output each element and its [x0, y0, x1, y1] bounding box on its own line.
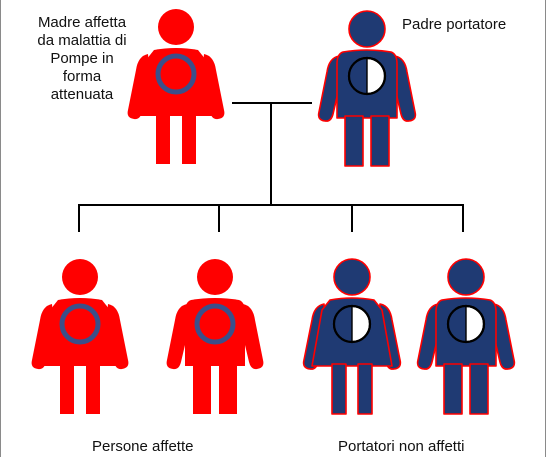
- right-leg-icon: [182, 114, 196, 164]
- child-3-figure: [302, 258, 402, 415]
- carrier-half-circle-icon: [332, 304, 372, 344]
- female-figure-icon: [40, 298, 120, 366]
- affected-ring-icon: [155, 53, 197, 95]
- head-icon: [447, 258, 485, 296]
- left-arm-icon: [317, 55, 342, 122]
- child-4-figure: [416, 258, 516, 415]
- figures-layer: [31, 9, 516, 415]
- mother-figure: [127, 9, 225, 164]
- right-leg-icon: [370, 115, 390, 167]
- head-icon: [348, 10, 386, 48]
- left-leg-icon: [156, 114, 170, 164]
- affected-ring-icon: [194, 303, 236, 345]
- left-arm-icon: [416, 303, 441, 370]
- head-icon: [333, 258, 371, 296]
- left-leg-icon: [443, 363, 463, 415]
- child-2-figure: [166, 259, 264, 414]
- right-arm-icon: [241, 304, 264, 370]
- affected-children-label: Persone affette: [92, 438, 194, 455]
- right-arm-icon: [491, 303, 516, 370]
- left-leg-icon: [331, 363, 347, 415]
- carrier-half-circle-icon: [347, 56, 387, 96]
- right-leg-icon: [86, 364, 100, 414]
- carrier-circle-outline-icon: [332, 304, 372, 344]
- carrier-circle-outline-icon: [347, 56, 387, 96]
- right-leg-icon: [469, 363, 489, 415]
- right-leg-icon: [357, 363, 373, 415]
- mother-label-line: attenuata: [50, 86, 114, 103]
- left-leg-icon: [344, 115, 364, 167]
- left-arm-icon: [166, 304, 189, 370]
- mother-label-line: Pompe in: [50, 50, 114, 67]
- head-icon: [197, 259, 233, 295]
- child-1-figure: [31, 259, 129, 414]
- carrier-half-circle-icon: [446, 304, 486, 344]
- mother-label-line: Madre affetta: [37, 14, 127, 31]
- mother-label-line: da malattia di: [37, 32, 127, 49]
- left-leg-icon: [193, 364, 211, 414]
- left-leg-icon: [60, 364, 74, 414]
- right-arm-icon: [392, 55, 417, 122]
- carrier-circle-outline-icon: [446, 304, 486, 344]
- female-figure-icon: [136, 48, 216, 116]
- father-figure: [317, 10, 417, 167]
- mother-label-line: forma: [62, 68, 102, 85]
- head-icon: [62, 259, 98, 295]
- affected-ring-icon: [59, 303, 101, 345]
- mother-label: Madre affetta da malattia di Pompe in fo…: [12, 14, 152, 104]
- right-leg-icon: [219, 364, 237, 414]
- pedigree-lines: [78, 102, 464, 232]
- carrier-children-label: Portatori non affetti: [338, 438, 465, 455]
- father-label: Padre portatore: [402, 16, 507, 33]
- head-icon: [158, 9, 194, 45]
